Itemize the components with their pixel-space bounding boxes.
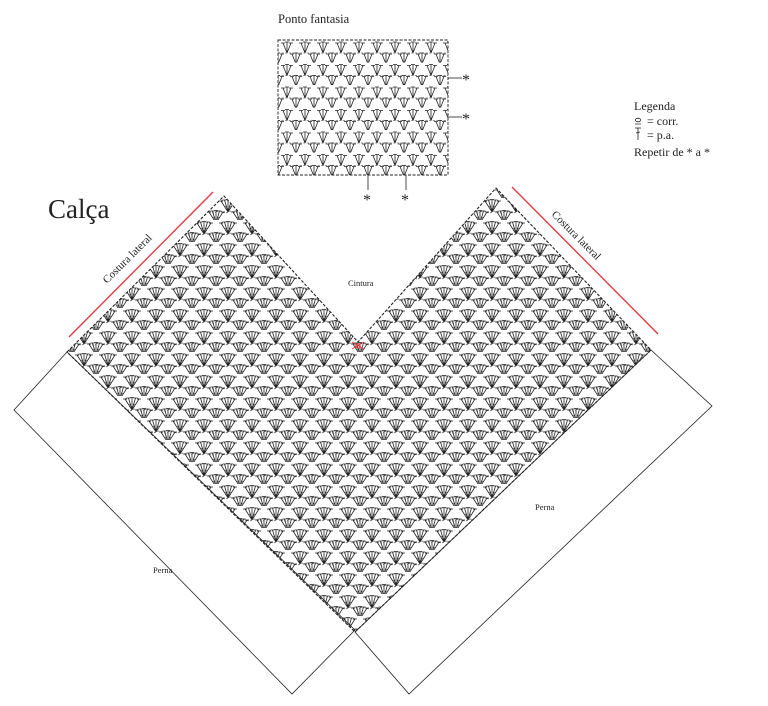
swatch: Ponto fantasia * * * * (277, 12, 470, 209)
legend: Legenda = corr. = p.a. Repetir de * a * (634, 99, 710, 159)
leg-left-label: Perna (153, 565, 173, 575)
swatch-grid (277, 39, 449, 176)
swatch-title: Ponto fantasia (278, 12, 350, 26)
pattern-title: Calça (48, 194, 109, 224)
stitch-fabric (66, 187, 652, 633)
swatch-repeat-mark-row-bottom: * (462, 111, 470, 128)
side-seam-left-line (68, 191, 214, 338)
swatch-repeat-mark-col-right: * (401, 192, 409, 209)
chain-stitch-icon (635, 117, 642, 125)
waist-label: Cintura (348, 278, 374, 288)
double-crochet-icon (635, 127, 641, 140)
side-seam-right-line (511, 186, 659, 335)
legend-item-dc-label: = p.a. (647, 128, 674, 142)
legend-item-chain-label: = corr. (647, 114, 678, 128)
legend-repeat-note: Repetir de * a * (634, 145, 710, 159)
swatch-repeat-mark-col-left: * (363, 192, 371, 209)
waist-center-mark (351, 341, 365, 350)
legend-title: Legenda (634, 99, 676, 113)
leg-right-label: Perna (535, 502, 555, 512)
swatch-repeat-mark-row-top: * (462, 72, 470, 89)
